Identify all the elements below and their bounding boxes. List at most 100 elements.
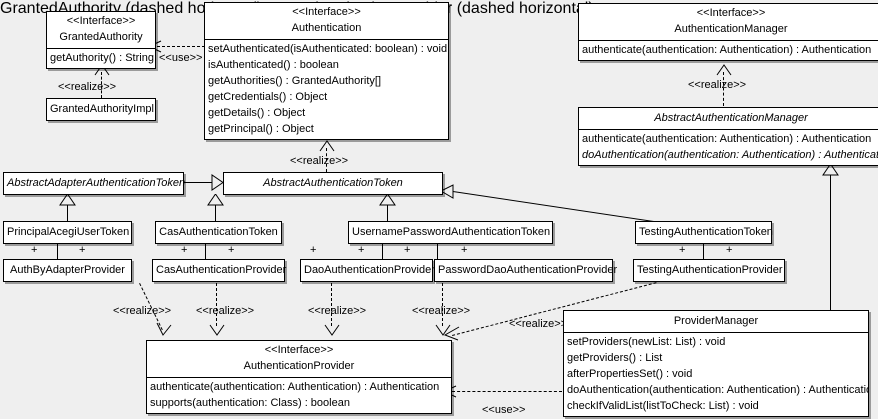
relationship-label-realize-authentication-token: <<realize>> xyxy=(290,155,349,167)
generalization-line-testing-authentication-token xyxy=(452,191,667,224)
class-box-username-password-authentication-token[interactable]: UsernamePasswordAuthenticationToken xyxy=(348,221,553,244)
class-header-granted-authority-impl: GrantedAuthorityImpl xyxy=(47,99,155,120)
association-marker-plus: + xyxy=(31,244,38,256)
class-box-testing-authentication-token[interactable]: TestingAuthenticationToken xyxy=(635,221,773,244)
method-item-abstract: doAuthentication(authentication: Authent… xyxy=(582,149,878,161)
use-line-authentication-granted-authority xyxy=(157,46,205,47)
class-box-abstract-authentication-token[interactable]: AbstractAuthenticationToken xyxy=(223,172,443,195)
class-box-cas-authentication-provider[interactable]: CasAuthenticationProvider xyxy=(152,259,287,282)
class-header-testing-authentication-provider: TestingAuthenticationProvider xyxy=(634,260,784,281)
method-item: authenticate(authentication: Authenticat… xyxy=(582,44,872,56)
generalization-line-adapter-token xyxy=(184,182,214,183)
class-box-testing-authentication-provider[interactable]: TestingAuthenticationProvider xyxy=(633,259,785,282)
class-box-authentication-manager[interactable]: <<Interface>> AuthenticationManager auth… xyxy=(578,3,878,61)
method-item: afterPropertiesSet() : void xyxy=(567,368,693,380)
realize-arrowhead-authentication xyxy=(319,140,335,152)
realize-arrowhead-auth-by-adapter xyxy=(156,322,172,336)
class-name-label: AuthenticationProvider xyxy=(243,360,355,372)
realize-line-password-dao-authentication-provider xyxy=(442,283,443,326)
class-box-granted-authority[interactable]: <<Interface>> GrantedAuthority getAuthor… xyxy=(46,11,156,69)
method-item: isAuthenticated() : boolean xyxy=(208,59,339,71)
class-name-label: PrincipalAcegiUserToken xyxy=(7,226,130,238)
method-compartment-granted-authority: getAuthority() : String xyxy=(47,48,155,68)
method-item: setAuthenticated(isAuthenticated: boolea… xyxy=(208,43,448,55)
class-header-authentication: <<Interface>> Authentication xyxy=(205,3,448,39)
class-box-dao-authentication-provider[interactable]: DaoAuthenticationProvider xyxy=(300,259,435,282)
class-name-label: CasAuthenticationToken xyxy=(159,226,278,238)
class-header-authentication-manager: <<Interface>> AuthenticationManager xyxy=(579,4,878,40)
generalization-line-username-password-token xyxy=(387,205,388,221)
class-box-granted-authority-impl[interactable]: GrantedAuthorityImpl xyxy=(46,98,156,121)
realize-line-cas-authentication-provider xyxy=(216,283,217,326)
association-line-testing-token-testing-provider xyxy=(703,243,704,259)
class-name-label: CasAuthenticationProvider xyxy=(156,264,287,276)
realize-line-granted-authority-impl xyxy=(101,72,102,98)
method-item: authenticate(authentication: Authenticat… xyxy=(150,381,440,393)
relationship-label-realize-testing-provider: <<realize>> xyxy=(509,318,568,330)
method-item: getAuthority() : String xyxy=(50,52,154,64)
method-item: setProviders(newList: List) : void xyxy=(567,336,726,348)
class-header-cas-authentication-provider: CasAuthenticationProvider xyxy=(153,260,287,281)
association-marker-plus: + xyxy=(79,244,86,256)
class-header-provider-manager: ProviderManager xyxy=(564,311,868,332)
method-item: getProviders() : List xyxy=(567,352,663,364)
class-header-abstract-authentication-manager: AbstractAuthenticationManager xyxy=(579,108,878,129)
class-name-label: AuthenticationManager xyxy=(674,23,788,35)
class-header-username-password-authentication-token: UsernamePasswordAuthenticationToken xyxy=(349,222,552,243)
relationship-label-realize-password-dao-provider: <<realize>> xyxy=(412,305,471,317)
method-compartment-provider-manager: setProviders(newList: List) : void getPr… xyxy=(564,332,868,416)
generalization-triangle-authentication-manager xyxy=(822,164,839,176)
realize-line-abstract-authentication-token xyxy=(326,148,327,172)
association-marker-plus: + xyxy=(726,244,733,256)
class-header-authentication-provider: <<Interface>> AuthenticationProvider xyxy=(147,341,451,377)
generalization-triangle-abstract-token-cas xyxy=(207,194,224,206)
class-header-auth-by-adapter-provider: AuthByAdapterProvider xyxy=(4,260,131,281)
generalization-line-cas-authentication-token xyxy=(215,205,216,221)
method-compartment-authentication: setAuthenticated(isAuthenticated: boolea… xyxy=(205,39,448,139)
class-box-cas-authentication-token[interactable]: CasAuthenticationToken xyxy=(155,221,282,244)
class-name-label: UsernamePasswordAuthenticationToken xyxy=(352,226,551,238)
generalization-line-principal-acegi-user-token xyxy=(67,205,68,221)
method-compartment-abstract-authentication-manager: authenticate(authentication: Authenticat… xyxy=(579,129,878,165)
relationship-label-use-granted-authority: <<use>> xyxy=(159,52,203,64)
association-marker-plus: + xyxy=(404,244,411,256)
class-name-label: ProviderManager xyxy=(673,315,759,327)
realize-arrowhead-authentication-manager xyxy=(716,64,732,76)
class-header-granted-authority: <<Interface>> GrantedAuthority xyxy=(47,12,155,48)
generalization-triangle-adapter-token xyxy=(59,194,76,206)
class-box-provider-manager[interactable]: ProviderManager setProviders(newList: Li… xyxy=(563,310,869,417)
class-name-label: TestingAuthenticationToken xyxy=(639,226,773,238)
class-box-authentication-provider[interactable]: <<Interface>> AuthenticationProvider aut… xyxy=(146,340,452,414)
method-item: supports(authentication: Class) : boolea… xyxy=(150,397,350,409)
generalization-line-provider-manager xyxy=(830,175,831,312)
class-name-label: Authentication xyxy=(291,22,362,34)
class-box-auth-by-adapter-provider[interactable]: AuthByAdapterProvider xyxy=(3,259,132,282)
class-box-authentication[interactable]: <<Interface>> Authentication setAuthenti… xyxy=(204,2,449,140)
class-name-label: TestingAuthenticationProvider xyxy=(637,264,783,276)
class-box-password-dao-authentication-provider[interactable]: PasswordDaoAuthenticationProvider xyxy=(434,259,617,282)
class-name-label: AuthByAdapterProvider xyxy=(10,264,125,276)
association-line-principal-token-auth-by-adapter xyxy=(57,243,58,259)
class-box-abstract-authentication-manager[interactable]: AbstractAuthenticationManager authentica… xyxy=(578,107,878,166)
association-line-userpass-token-passworddao-provider xyxy=(437,243,438,259)
realize-line-abstract-authentication-manager xyxy=(723,72,724,106)
realize-arrowhead-dao-provider xyxy=(324,324,340,336)
class-name-label: AbstractAuthenticationToken xyxy=(263,177,403,189)
association-marker-plus: + xyxy=(228,244,235,256)
method-item: getDetails() : Object xyxy=(208,107,306,119)
stereotype-label: <<Interface>> xyxy=(66,15,136,27)
realize-arrowhead-cas-provider xyxy=(209,324,225,336)
stereotype-label: <<Interface>> xyxy=(696,7,766,19)
relationship-label-realize-dao-provider: <<realize>> xyxy=(308,305,367,317)
class-name-label: AbstractAdapterAuthenticationToken xyxy=(7,177,186,189)
class-header-cas-authentication-token: CasAuthenticationToken xyxy=(156,222,281,243)
class-header-abstract-adapter-authentication-token: AbstractAdapterAuthenticationToken xyxy=(4,173,186,194)
association-marker-plus: + xyxy=(358,244,365,256)
class-box-principal-acegi-user-token[interactable]: PrincipalAcegiUserToken xyxy=(3,221,132,244)
class-name-label: DaoAuthenticationProvider xyxy=(304,264,435,276)
generalization-triangle-abstract-token-testing xyxy=(440,184,454,199)
method-item: authenticate(authentication: Authenticat… xyxy=(582,133,872,145)
class-box-abstract-adapter-authentication-token[interactable]: AbstractAdapterAuthenticationToken xyxy=(3,172,186,195)
generalization-triangle-abstract-token-userpass xyxy=(379,194,396,206)
